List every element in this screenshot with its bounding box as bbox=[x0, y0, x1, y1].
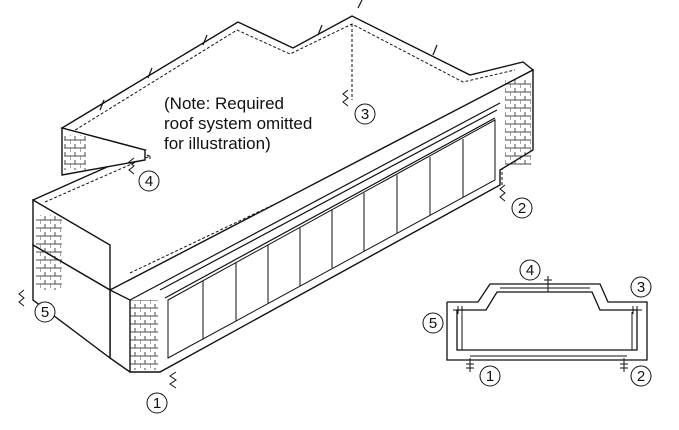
callout-1: 1 bbox=[146, 371, 177, 414]
callout-4: 4 bbox=[128, 157, 160, 192]
plan-callout-1-label: 1 bbox=[486, 368, 494, 385]
plan-detail bbox=[446, 283, 648, 361]
plan-callout-4: 4 bbox=[519, 259, 541, 281]
note-line-3: for illustration) bbox=[164, 134, 271, 153]
glazing-panels bbox=[167, 119, 496, 359]
plan-callout-4-label: 4 bbox=[526, 262, 534, 279]
callout-5: 5 bbox=[18, 289, 56, 323]
note-line-1: (Note: Required bbox=[164, 94, 285, 113]
plan-callout-3-label: 3 bbox=[637, 279, 645, 296]
plan-tick-marks bbox=[453, 276, 642, 372]
callout-1-label: 1 bbox=[153, 395, 161, 412]
plan-callout-2-label: 2 bbox=[637, 368, 645, 385]
fascia-lines bbox=[129, 102, 501, 301]
callout-4-label: 4 bbox=[145, 173, 153, 190]
plan-callout-2: 2 bbox=[630, 365, 652, 387]
callout-2-label: 2 bbox=[518, 200, 526, 217]
plan-callout-5: 5 bbox=[422, 312, 444, 334]
flashing-marks bbox=[99, 0, 438, 111]
brick-hatching bbox=[36, 80, 531, 370]
note-line-2: roof system omitted bbox=[164, 114, 313, 133]
callout-5-label: 5 bbox=[41, 304, 49, 321]
callout-2: 2 bbox=[499, 184, 533, 219]
plan-callout-1: 1 bbox=[479, 365, 501, 387]
plan-callout-3: 3 bbox=[630, 276, 652, 298]
callout-3: 3 bbox=[342, 89, 376, 125]
callout-3-label: 3 bbox=[361, 106, 369, 123]
illustration-note: (Note: Required roof system omitted for … bbox=[164, 94, 354, 154]
plan-callout-5-label: 5 bbox=[429, 315, 437, 332]
